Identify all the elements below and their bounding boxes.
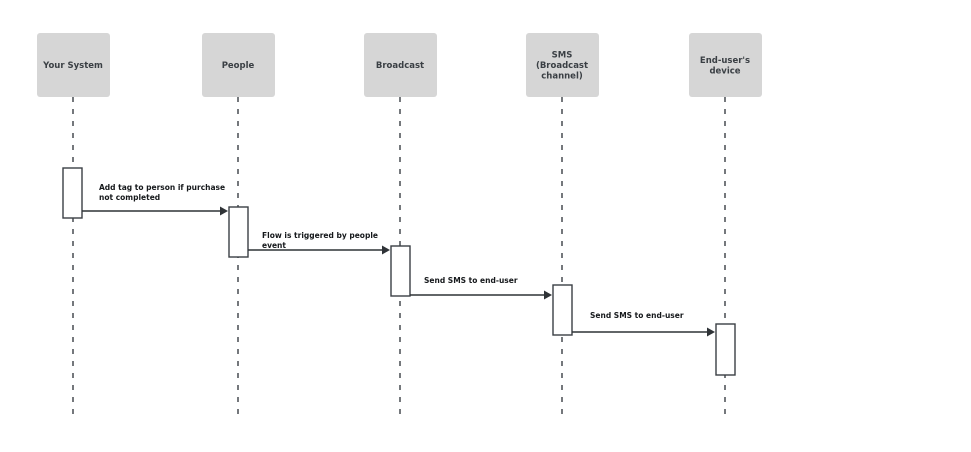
activation-end-user-device[interactable]: [715, 323, 736, 376]
lifeline-header-box-end-user-device[interactable]: [689, 33, 762, 97]
message-flow-triggered-arrowhead: [382, 245, 390, 255]
lifeline-header-box-your-system[interactable]: [37, 33, 110, 97]
activation-your-system[interactable]: [62, 167, 83, 219]
message-add-tag-arrowhead: [220, 206, 228, 216]
message-send-sms-broadcast-label: Send SMS to end-user: [424, 276, 518, 285]
lifeline-header-box-broadcast[interactable]: [364, 33, 437, 97]
lifeline-header-label-people: People: [222, 61, 255, 71]
lifeline-header-label-your-system: Your System: [42, 61, 103, 71]
message-send-sms-device-arrowhead: [707, 327, 715, 337]
activation-broadcast[interactable]: [390, 245, 411, 297]
activation-people[interactable]: [228, 206, 249, 258]
message-send-sms-device-label: Send SMS to end-user: [590, 311, 684, 320]
activation-bars-layer: [62, 167, 736, 376]
lifeline-header-box-people[interactable]: [202, 33, 275, 97]
lifeline-header-box-sms-broadcast-channel[interactable]: [526, 33, 599, 97]
activation-sms[interactable]: [552, 284, 573, 336]
message-send-sms-broadcast-arrowhead: [544, 290, 552, 300]
lifeline-header-label-broadcast: Broadcast: [376, 61, 424, 71]
